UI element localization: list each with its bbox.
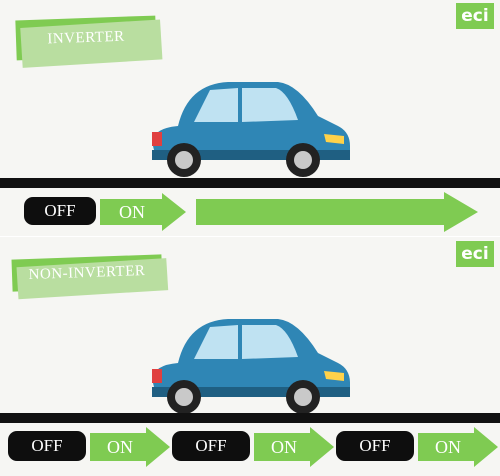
on-label: ON bbox=[107, 436, 133, 457]
on-arrow-icon bbox=[254, 427, 334, 467]
on-label: ON bbox=[435, 436, 461, 457]
car-icon bbox=[152, 82, 350, 177]
non-inverter-banner: NON-INVERTER bbox=[11, 254, 169, 300]
off-pill: OFF bbox=[8, 431, 86, 461]
on-arrow-icon bbox=[90, 427, 170, 467]
road bbox=[0, 178, 500, 188]
off-pill: OFF bbox=[24, 197, 96, 225]
on-arrow-icon bbox=[100, 193, 186, 231]
inverter-banner: INVERTER bbox=[15, 15, 163, 68]
off-pill: OFF bbox=[336, 431, 414, 461]
inverter-title: INVERTER bbox=[47, 28, 125, 47]
car-icon bbox=[152, 319, 350, 414]
eci-logo-icon: eci bbox=[456, 3, 494, 29]
on-arrow-icon bbox=[418, 427, 498, 467]
road bbox=[0, 413, 500, 423]
long-on-arrow-icon bbox=[196, 192, 478, 232]
on-label: ON bbox=[271, 436, 297, 457]
eci-logo-icon: eci bbox=[456, 241, 494, 267]
on-label: ON bbox=[119, 201, 145, 222]
off-pill: OFF bbox=[172, 431, 250, 461]
